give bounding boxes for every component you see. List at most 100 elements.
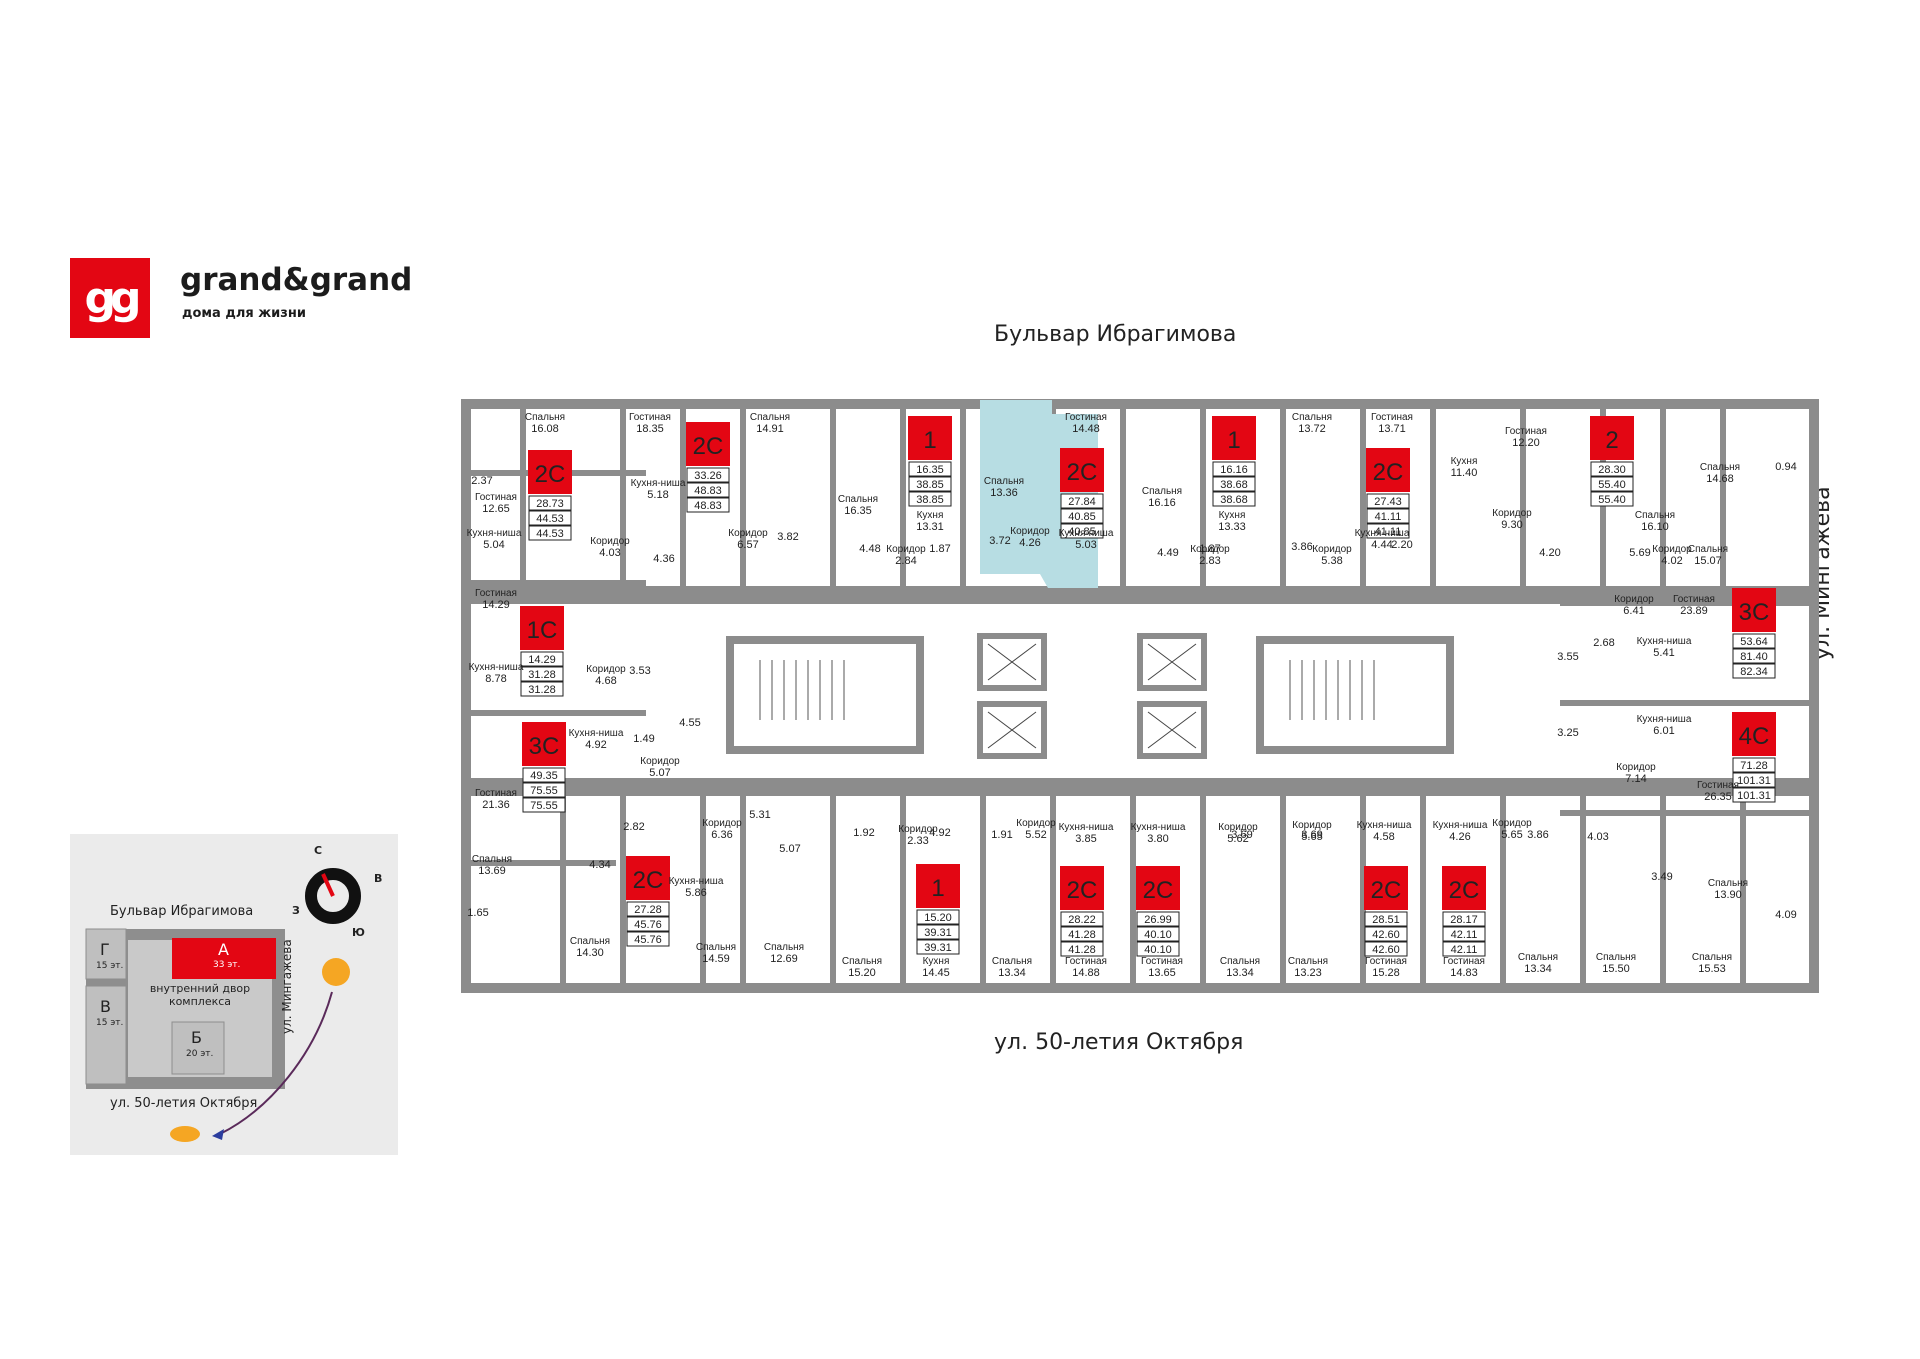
apartment-area-cell xyxy=(1590,461,1634,477)
building-b[interactable] xyxy=(171,1021,225,1075)
room-area: 9.30 xyxy=(1501,519,1522,531)
apartment-area-cell xyxy=(908,461,952,477)
room-area: 13.72 xyxy=(1298,423,1326,435)
room-name: Коридор xyxy=(728,528,768,539)
apartment-area-cell xyxy=(522,797,566,813)
building-v[interactable] xyxy=(85,985,127,1085)
small-room-area: 4.55 xyxy=(679,717,700,729)
apartment-area-area: 55.40 xyxy=(1598,479,1626,491)
room-area: 14.45 xyxy=(922,967,950,979)
north-partition xyxy=(1280,404,1286,588)
room-name: Коридор xyxy=(1614,594,1654,605)
apartment-area-area: 40.85 xyxy=(1068,511,1096,523)
apartment-type: 2С xyxy=(633,867,664,894)
small-room-area: 3.86 xyxy=(1527,829,1548,841)
apartment-area-total: 48.83 xyxy=(694,500,722,512)
elevator-cross xyxy=(1147,711,1197,749)
small-room-area: 1.87 xyxy=(1199,543,1220,555)
small-room-area: 4.34 xyxy=(589,859,610,871)
apartment-type-box xyxy=(1732,712,1776,756)
apartment-type: 2С xyxy=(535,461,566,488)
apartment-area-cell xyxy=(1442,911,1486,927)
room-name: Спальня xyxy=(1700,462,1740,473)
room-name: Гостиная xyxy=(1365,956,1407,967)
building-a[interactable] xyxy=(172,938,276,979)
apartment-area-area: 38.85 xyxy=(916,479,944,491)
room-name: Кухня xyxy=(917,510,944,521)
apartment-area-cell xyxy=(1060,493,1104,509)
apartment-area-total: 42.11 xyxy=(1451,944,1478,956)
room-area: 5.65 xyxy=(1501,829,1522,841)
apartment-area-area: 48.83 xyxy=(694,485,722,497)
apartment-area-area: 101.31 xyxy=(1737,775,1771,787)
room-name: Спальня xyxy=(984,476,1024,487)
apartment-area-area: 42.11 xyxy=(1451,929,1478,941)
apartment-area-cell xyxy=(1212,476,1256,492)
room-name: Гостиная xyxy=(1141,956,1183,967)
apartment-type-box xyxy=(1136,866,1180,910)
apartment-area-area: 41.11 xyxy=(1375,511,1402,523)
apartment-area-cell xyxy=(626,931,670,947)
apartment-type: 1 xyxy=(1227,427,1240,454)
room-name: Спальня xyxy=(472,854,512,865)
room-name: Гостиная xyxy=(1371,412,1413,423)
room-name: Коридор xyxy=(1652,544,1692,555)
small-room-area: 3.55 xyxy=(1557,651,1578,663)
room-area: 13.34 xyxy=(1226,967,1254,979)
room-name: Кухня-ниша xyxy=(569,728,624,739)
small-room-area: 5.69 xyxy=(1629,547,1650,559)
apartment-area-total: 40.85 xyxy=(1068,526,1096,538)
building-g[interactable] xyxy=(85,928,127,980)
corridor-wall-top xyxy=(470,586,1810,604)
room-area: 4.26 xyxy=(1449,831,1470,843)
room-name: Коридор xyxy=(1010,526,1050,537)
brand-logo[interactable]: gg xyxy=(70,258,150,338)
walls-layer xyxy=(461,399,1819,993)
room-name: Коридор xyxy=(590,536,630,547)
room-area: 3.80 xyxy=(1147,833,1168,845)
small-room-area: 4.03 xyxy=(1587,831,1608,843)
north-partition xyxy=(1520,404,1526,588)
apartment-area-live: 16.16 xyxy=(1220,464,1248,476)
room-name: Гостиная xyxy=(1065,412,1107,423)
apartment-area-cell xyxy=(1212,491,1256,507)
apartment-area-cell xyxy=(520,651,564,667)
room-area: 4.03 xyxy=(599,547,620,559)
small-room-area: 5.31 xyxy=(749,809,770,821)
apartment-area-cell xyxy=(1364,911,1408,927)
apartment-area-cell xyxy=(1732,757,1776,773)
room-name: Гостиная xyxy=(475,588,517,599)
